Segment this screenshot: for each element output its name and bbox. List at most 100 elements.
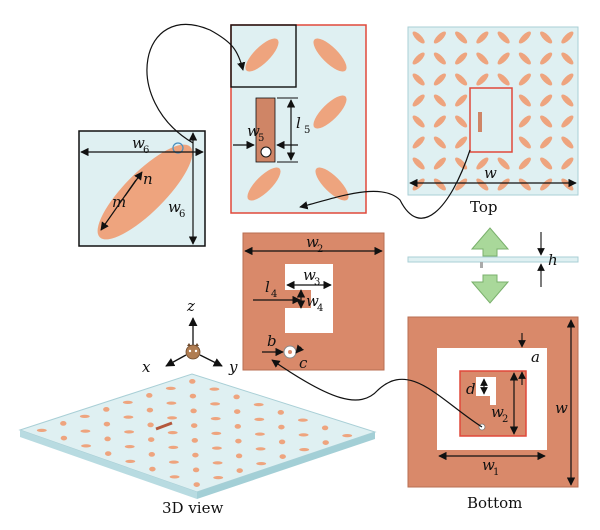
- w2-label: w: [306, 233, 319, 251]
- up-arrow-icon: [470, 227, 510, 257]
- zoom-panel: l 5 w 5: [230, 24, 367, 214]
- slab-patch: [166, 401, 177, 405]
- slab-patch: [80, 429, 91, 433]
- top-patch: [497, 157, 510, 170]
- top-patch: [476, 31, 489, 44]
- slab-patch: [255, 447, 266, 451]
- w3-sub: 3: [314, 277, 320, 288]
- zoom-patch: [313, 95, 347, 129]
- feed-via: [260, 146, 272, 158]
- w2-sub: 2: [317, 244, 323, 255]
- slab-feed-stub: [155, 421, 173, 431]
- l4-label: l: [265, 278, 270, 296]
- slab-patch: [125, 459, 136, 463]
- top-patch: [455, 73, 468, 86]
- c-label: c: [299, 354, 308, 372]
- slab-front-left: [20, 430, 197, 499]
- w6-sub-h: 6: [143, 145, 149, 156]
- slab-patch: [168, 445, 179, 449]
- top-patch: [561, 52, 574, 65]
- slab-patch: [253, 403, 264, 407]
- top-patch: [455, 136, 468, 149]
- slab-patch: [209, 387, 220, 391]
- side-view-panel: h: [407, 227, 579, 304]
- top-center-stub: [478, 112, 482, 132]
- top-patch: [540, 157, 553, 170]
- slab-patch: [167, 431, 178, 435]
- slab-patch: [298, 433, 309, 437]
- slab-patch: [213, 476, 224, 480]
- x-label: x: [142, 358, 151, 376]
- zoom-patch: [247, 167, 281, 201]
- connector-bottom-to-feed: [271, 359, 483, 428]
- slab-patch: [165, 386, 176, 390]
- slab-patch: [277, 410, 284, 415]
- slab-patch: [148, 452, 155, 457]
- slab-patch: [235, 438, 242, 444]
- top-patch: [561, 115, 574, 128]
- via-pin: [288, 350, 292, 354]
- slab-patch: [169, 475, 180, 479]
- top-patch: [476, 52, 489, 65]
- top-patch: [412, 94, 425, 107]
- zoom-patch: [245, 38, 279, 72]
- slab-patch: [146, 393, 153, 398]
- top-patch: [412, 73, 425, 86]
- top-width-label: w: [484, 164, 497, 182]
- slab-patch: [124, 430, 135, 434]
- slab-patch: [105, 451, 112, 456]
- slab-patch: [36, 428, 47, 432]
- patch-detail-panel: w 6 w 6 n m: [78, 130, 206, 247]
- top-patch: [412, 31, 425, 44]
- top-patch: [561, 73, 574, 86]
- w6-label-v: w: [168, 198, 181, 216]
- top-patch: [476, 157, 489, 170]
- slab-front-right: [197, 432, 375, 499]
- top-patch: [518, 52, 531, 65]
- slab-patch: [210, 402, 221, 406]
- w5-label: w: [247, 122, 260, 140]
- zoom-patch: [313, 38, 347, 72]
- zoom-detail-frame: [230, 24, 297, 88]
- slab-patch: [79, 414, 90, 418]
- bottom-caption: Bottom: [467, 494, 522, 512]
- slab-patch: [234, 424, 241, 429]
- slab-patch: [123, 415, 134, 419]
- top-patch: [433, 115, 446, 128]
- slab-patch: [254, 432, 265, 436]
- slab-patch: [148, 437, 155, 442]
- slab-patch: [278, 424, 285, 430]
- top-patch: [412, 157, 425, 170]
- top-patch: [518, 73, 531, 86]
- top-patch: [561, 157, 574, 170]
- n-label: n: [143, 170, 153, 188]
- w6-label-h: w: [132, 134, 145, 152]
- slab-patch: [254, 417, 265, 421]
- top-center-frame: [469, 87, 513, 153]
- y-axis: [199, 354, 223, 367]
- top-patch: [433, 73, 446, 86]
- w3-label: w: [303, 266, 316, 284]
- slab-patch: [211, 431, 222, 435]
- single-patch: [97, 144, 193, 240]
- slab-patch-array: [36, 379, 353, 487]
- top-patch: [540, 136, 553, 149]
- slab-patch: [235, 453, 243, 459]
- slab-patch: [211, 446, 222, 450]
- w4-label: w: [306, 292, 319, 310]
- bottom-view-panel: w w 1 w 2 a d Bottom: [407, 316, 579, 512]
- top-patch: [540, 115, 553, 128]
- top-patch: [540, 31, 553, 44]
- top-patch: [561, 136, 574, 149]
- slab-patch: [191, 438, 198, 443]
- top-patch: [561, 94, 574, 107]
- slab-patch: [234, 409, 241, 414]
- feed-detail-panel: w 2 w 3 w 4 l 4 b c: [242, 232, 385, 372]
- slab-patch: [122, 400, 133, 404]
- top-patch: [561, 31, 574, 44]
- slab-patch: [189, 379, 196, 384]
- l5-label: l: [296, 114, 301, 132]
- slab-top: [18, 373, 377, 493]
- bottom-w2-label: w: [491, 403, 504, 421]
